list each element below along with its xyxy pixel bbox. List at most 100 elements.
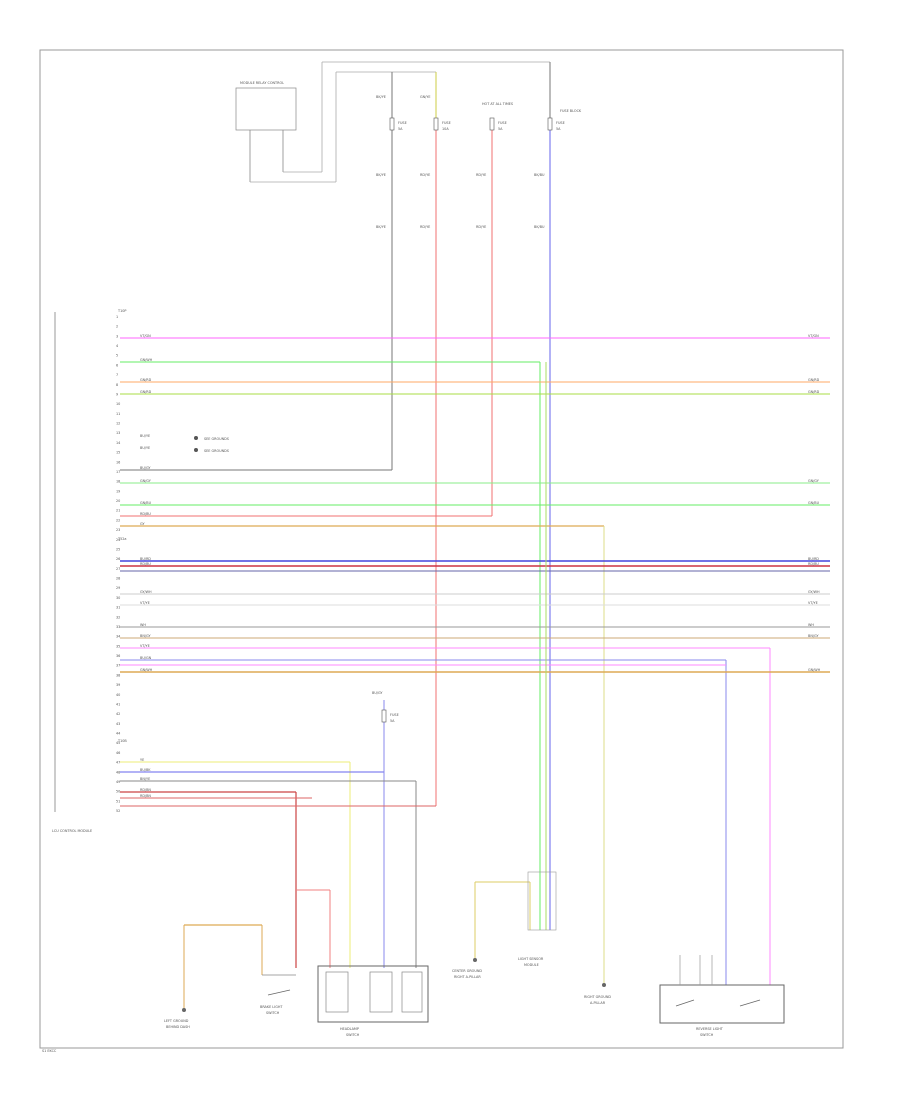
module-pin-number: 18 — [116, 480, 120, 484]
module-pin-number: 43 — [116, 722, 120, 726]
module-pin-number: 4 — [116, 344, 118, 348]
module-pin-number: 37 — [116, 664, 120, 668]
top-module-label: MODULE RELAY CONTROL — [240, 81, 284, 85]
module-pin-number: 51 — [116, 799, 120, 803]
svg-text:SWITCH: SWITCH — [346, 1033, 360, 1037]
right-wire-label: GN/GY — [808, 479, 820, 483]
svg-text:5A: 5A — [556, 127, 561, 131]
module-pin-number: 50 — [116, 790, 120, 794]
headlamp-switch: HEADLAMP SWITCH — [317, 965, 429, 1037]
left-wire-label: GY/WH — [140, 590, 152, 594]
module-wires — [120, 337, 830, 1010]
svg-text:A-PILLAR: A-PILLAR — [590, 1001, 606, 1005]
svg-text:RD/YE: RD/YE — [420, 225, 430, 229]
right-wire-label: VT/YE — [808, 601, 818, 605]
svg-text:RIGHT GROUND: RIGHT GROUND — [584, 995, 611, 999]
module-pin-column: 1234567891011121314151617181920212223242… — [116, 315, 120, 813]
module-pin-number: 10 — [116, 402, 120, 406]
module-pin-number: 30 — [116, 596, 120, 600]
svg-text:HOT AT ALL TIMES: HOT AT ALL TIMES — [482, 102, 513, 106]
svg-text:RD/YE: RD/YE — [420, 173, 430, 177]
module-pin-number: 49 — [116, 780, 120, 784]
left-wire-label: GN/WH — [140, 668, 153, 672]
svg-text:SWITCH: SWITCH — [266, 1011, 280, 1015]
fuse-4: FUSE BLOCK FUSE 5A BK/BU BK/BU — [534, 62, 582, 930]
module-pin-number: 47 — [116, 761, 120, 765]
svg-text:FUSE: FUSE — [442, 121, 451, 125]
module-pin-number: 29 — [116, 586, 120, 590]
module-pin-number: 21 — [116, 509, 120, 513]
module-pin-number: 45 — [116, 741, 120, 745]
module-pin-number: 14 — [116, 441, 120, 445]
module-pin-number: 17 — [116, 470, 120, 474]
left-wire-label: RD/BN — [140, 788, 151, 792]
module-pin-number: 19 — [116, 489, 120, 493]
left-wire-label: RD/BU — [140, 562, 151, 566]
left-wire-label: BU/GN — [140, 656, 152, 660]
left-wire-label: BN/YE — [140, 777, 150, 781]
left-wire-label: VT/GN — [140, 334, 151, 338]
svg-text:FUSE: FUSE — [498, 121, 507, 125]
ground-left: LEFT GROUND BEHIND DASH — [164, 1008, 190, 1029]
module-pin-number: 20 — [116, 499, 120, 503]
svg-text:BK/YE: BK/YE — [376, 225, 386, 229]
module-pin-number: 28 — [116, 577, 120, 581]
module-pin-number: 31 — [116, 606, 120, 610]
left-wire-label: GN/WH — [140, 358, 153, 362]
module-pin-number: 6 — [116, 363, 118, 367]
right-wire-label: VT/GN — [808, 334, 819, 338]
module-pin-number: 13 — [116, 431, 120, 435]
left-wire-label: GN/GY — [140, 479, 152, 483]
svg-text:BK/YE: BK/YE — [376, 173, 386, 177]
ground-right: RIGHT GROUND A-PILLAR — [584, 983, 611, 1005]
module-pin-number: 12 — [116, 422, 120, 426]
diagram-frame — [39, 49, 844, 1049]
reverse-light-switch: REVERSE LIGHT SWITCH — [659, 955, 785, 1037]
module-pin-number: 25 — [116, 548, 120, 552]
left-wire-label: GY — [140, 522, 145, 526]
splice-dot — [194, 448, 198, 452]
module-pin-number: 26 — [116, 557, 120, 561]
module-pin-number: 33 — [116, 625, 120, 629]
module-pin-number: 16 — [116, 460, 120, 464]
svg-text:BEHIND DASH: BEHIND DASH — [166, 1025, 190, 1029]
svg-text:CENTER GROUND: CENTER GROUND — [452, 969, 482, 973]
left-wire-label: VT/YE — [140, 601, 150, 605]
right-wire-label: BN/GY — [808, 634, 819, 638]
module-pin-number: 23 — [116, 528, 120, 532]
svg-text:LEFT GROUND: LEFT GROUND — [164, 1019, 189, 1023]
svg-text:BRAKE LIGHT: BRAKE LIGHT — [260, 1005, 283, 1009]
module-pin-number: 46 — [116, 751, 120, 755]
svg-text:5A: 5A — [398, 127, 403, 131]
connector-label-top: T10P — [117, 309, 126, 313]
module-pin-number: 52 — [116, 809, 120, 813]
module-pin-number: 7 — [116, 373, 118, 377]
svg-text:BK/BU: BK/BU — [534, 173, 545, 177]
module-pin-number: 1 — [116, 315, 118, 319]
svg-text:BU/GY: BU/GY — [372, 691, 383, 695]
fuse-2: GN/YE FUSE 10A RD/YE RD/YE — [420, 72, 451, 806]
ground-center: CENTER GROUND RIGHT A-PILLAR — [452, 958, 482, 979]
brake-light-switch: BRAKE LIGHT SWITCH — [260, 974, 296, 1015]
left-wire-label: BU/YE — [140, 446, 150, 450]
page-code: S1 EKCC — [42, 1049, 57, 1053]
svg-text:HEADLAMP: HEADLAMP — [340, 1027, 359, 1031]
svg-text:RD/YE: RD/YE — [476, 225, 486, 229]
left-wire-labels: VT/GNGN/WHGN/RDGN/RDBU/YEBU/YEBU/GYGN/GY… — [140, 334, 153, 798]
light-sensor-module: LIGHT SENSOR MODULE — [518, 871, 557, 967]
splice-label: SEE GROUNDS — [204, 449, 229, 453]
svg-text:BK/BU: BK/BU — [534, 225, 545, 229]
svg-text:5A: 5A — [498, 127, 503, 131]
svg-text:MODULE: MODULE — [524, 963, 539, 967]
left-wire-label: YE — [140, 758, 144, 762]
left-wire-label: BU/GY — [140, 466, 151, 470]
splice-dot — [194, 436, 198, 440]
left-wire-label: RD/BN — [140, 794, 151, 798]
right-wire-label: GN/WH — [808, 668, 821, 672]
fuse-1: BK/YE FUSE 5A BK/YE BK/YE — [376, 72, 407, 470]
svg-text:GN/YE: GN/YE — [420, 95, 431, 99]
module-pin-number: 36 — [116, 654, 120, 658]
module-pin-number: 42 — [116, 712, 120, 716]
svg-text:5A: 5A — [390, 719, 395, 723]
